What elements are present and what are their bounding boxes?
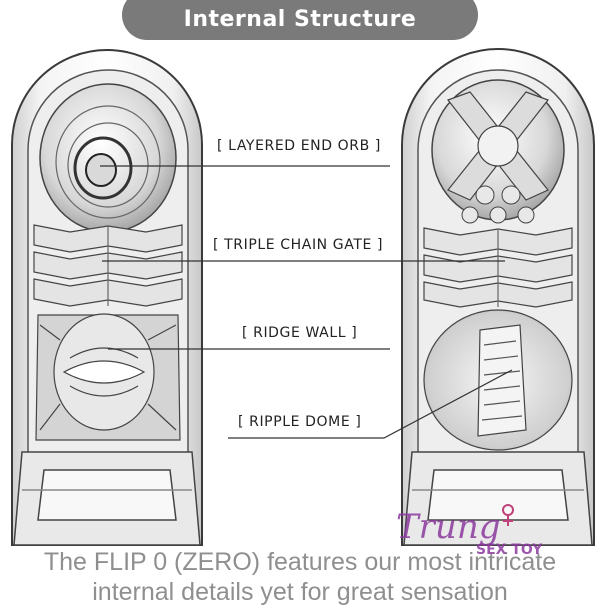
right-ripple-dome <box>423 309 573 451</box>
leader-ripple-dome <box>228 369 513 439</box>
svg-text:Trung: Trung <box>396 507 501 547</box>
callout-triple-chain-gate: [ TRIPLE CHAIN GATE ] <box>213 237 384 253</box>
callout-layered-end-orb: [ LAYERED END ORB ] <box>217 138 381 154</box>
callout-ripple-dome: [ RIPPLE DOME ] <box>238 414 362 430</box>
watermark-logo: Trung SEX TOY <box>396 504 543 558</box>
callout-ridge-wall: [ RIDGE WALL ] <box>242 325 358 341</box>
caption-line-1: The FLIP 0 (ZERO) features our most intr… <box>43 548 557 576</box>
right-base <box>403 451 593 546</box>
right-chain-gate <box>423 227 573 308</box>
title-pill: Internal Structure <box>122 0 478 40</box>
left-capsule <box>11 49 203 546</box>
page-title: Internal Structure <box>183 6 417 32</box>
left-orb-rings <box>55 105 161 219</box>
right-capsule <box>401 48 595 546</box>
left-base <box>13 451 201 546</box>
right-orb-cross <box>447 91 549 201</box>
right-orb-balls <box>461 185 535 224</box>
left-chain-gate <box>33 224 183 307</box>
left-ridge-wall <box>35 313 181 441</box>
svg-text:SEX TOY: SEX TOY <box>476 542 543 558</box>
caption-line-2: internal details yet for great sensation <box>92 578 508 606</box>
leader-lines <box>100 165 513 439</box>
